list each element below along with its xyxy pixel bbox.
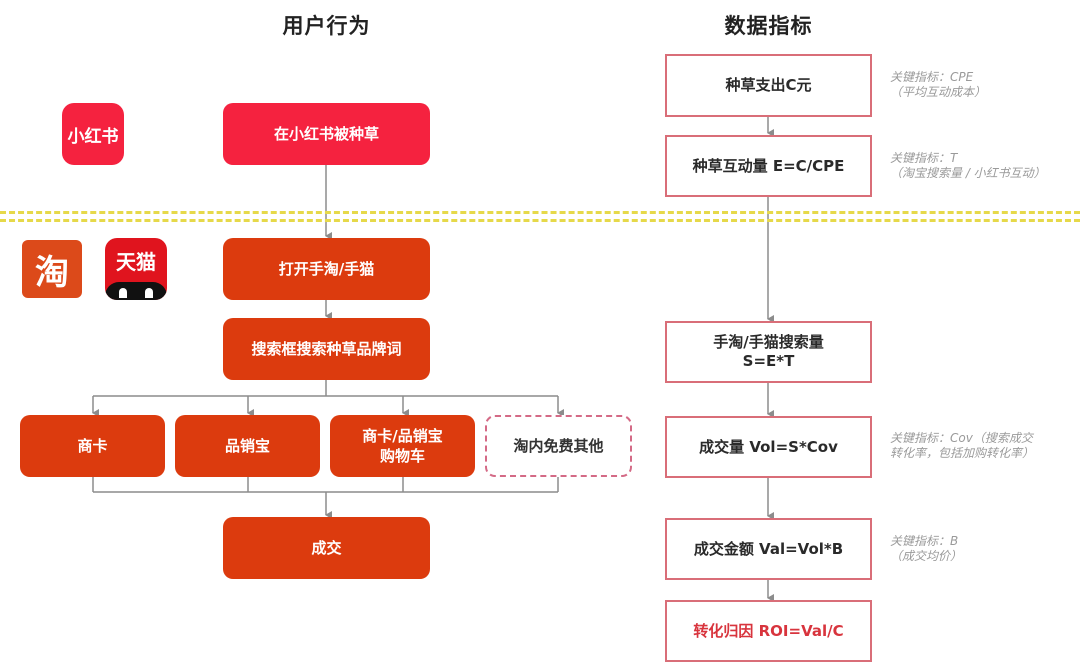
- branch-cart-label-line1: 商卡/品销宝: [362, 427, 443, 445]
- tmall-logo-text: 天猫: [116, 250, 156, 274]
- metric-search-volume: 手淘/手猫搜索量 S=E*T: [665, 321, 872, 383]
- metric-roi-attribution-label: 转化归因 ROI=Val/C: [693, 621, 844, 640]
- step-search-brand-keyword: 搜索框搜索种草品牌词: [223, 318, 430, 380]
- tmall-logo: 天猫: [105, 238, 167, 300]
- metric-engagement-volume-note-line1: 关键指标：T: [890, 151, 958, 165]
- metric-transaction-volume-note-line1: 关键指标：Cov（搜索成交: [890, 431, 1033, 445]
- step-open-taobao-tmall: 打开手淘/手猫: [223, 238, 430, 300]
- metric-transaction-value-note-line2: （成交均价）: [890, 549, 963, 563]
- step-open-taobao-tmall-label: 打开手淘/手猫: [278, 260, 375, 278]
- xiaohongshu-logo: 小红书: [62, 103, 124, 165]
- user-behavior-title: 用户行为: [282, 14, 371, 38]
- taobao-logo: 淘: [22, 240, 82, 298]
- metric-seeding-spend: 种草支出C元: [665, 54, 872, 117]
- branch-product-card: 商卡: [20, 415, 165, 477]
- metric-seeding-spend-label: 种草支出C元: [725, 76, 812, 94]
- branch-product-card-label: 商卡: [77, 437, 108, 455]
- step-seeded-on-xiaohongshu-label: 在小红书被种草: [273, 125, 379, 143]
- metric-roi-attribution: 转化归因 ROI=Val/C: [665, 600, 872, 662]
- step-seeded-on-xiaohongshu: 在小红书被种草: [223, 103, 430, 165]
- metric-transaction-value-label: 成交金额 Val=Vol*B: [693, 539, 844, 558]
- metric-transaction-value: 成交金额 Val=Vol*B: [665, 518, 872, 580]
- metric-engagement-volume-label: 种草互动量 E=C/CPE: [692, 156, 845, 175]
- taobao-logo-text: 淘: [35, 252, 69, 293]
- metric-transaction-volume-label: 成交量 Vol=S*Cov: [699, 437, 838, 456]
- metric-transaction-value-note: 关键指标：B （成交均价）: [890, 534, 962, 564]
- metric-transaction-volume-note: 关键指标：Cov（搜索成交 转化率，包括加购转化率）: [890, 431, 1034, 461]
- metric-seeding-spend-note: 关键指标：CPE （平均互动成本）: [890, 70, 986, 100]
- branch-pinxiaobao: 品销宝: [175, 415, 320, 477]
- metric-engagement-volume-note: 关键指标：T （淘宝搜索量 / 小红书互动）: [890, 151, 1046, 181]
- metric-seeding-spend-note-line2: （平均互动成本）: [890, 85, 987, 99]
- metric-transaction-volume-note-line2: 转化率，包括加购转化率）: [890, 446, 1035, 460]
- tmall-cat-face-icon: [105, 282, 167, 300]
- branch-pinxiaobao-label: 品销宝: [224, 437, 270, 455]
- metric-search-volume-label-line2: S=E*T: [742, 352, 795, 370]
- metric-transaction-volume: 成交量 Vol=S*Cov: [665, 416, 872, 478]
- branch-cart-label-line2: 购物车: [379, 447, 425, 465]
- platform-divider-top: [0, 211, 1080, 214]
- metric-engagement-volume: 种草互动量 E=C/CPE: [665, 135, 872, 197]
- step-transaction: 成交: [223, 517, 430, 579]
- xiaohongshu-logo-text: 小红书: [67, 126, 119, 147]
- platform-divider-bottom: [0, 219, 1080, 222]
- metric-search-volume-label-line1: 手淘/手猫搜索量: [713, 333, 824, 351]
- metric-transaction-value-note-line1: 关键指标：B: [890, 534, 959, 548]
- branch-free-other: 淘内免费其他: [485, 415, 632, 477]
- step-transaction-label: 成交: [311, 539, 342, 557]
- branch-cart: 商卡/品销宝 购物车: [330, 415, 475, 477]
- step-search-brand-keyword-label: 搜索框搜索种草品牌词: [251, 340, 402, 358]
- metric-engagement-volume-note-line2: （淘宝搜索量 / 小红书互动）: [890, 166, 1046, 180]
- branch-free-other-label: 淘内免费其他: [513, 437, 604, 455]
- metric-seeding-spend-note-line1: 关键指标：CPE: [890, 70, 974, 84]
- data-metrics-title: 数据指标: [724, 14, 813, 38]
